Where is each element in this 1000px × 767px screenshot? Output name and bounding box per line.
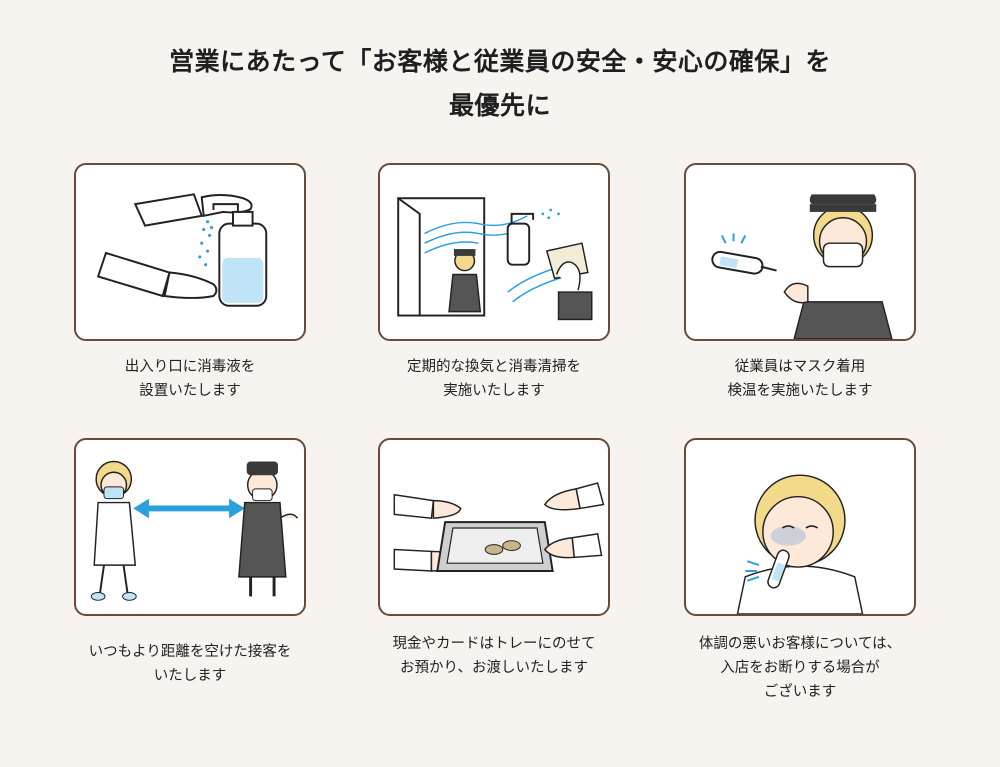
panel-sick-customer	[684, 438, 916, 616]
panel-social-distance	[74, 438, 306, 616]
caption-hand-sanitizer: 出入り口に消毒液を 設置いたします	[124, 359, 256, 399]
caption-social-distance: いつもより距離を空けた接客を いたします	[88, 644, 292, 684]
panel-hand-sanitizer	[74, 163, 306, 341]
page-title: 営業にあたって「お客様と従業員の安全・安心の確保」を 最優先に	[0, 40, 1000, 128]
title-line-2: 最優先に	[448, 91, 551, 120]
panel-ventilation	[378, 163, 610, 341]
caption-sick-customer: 体調の悪いお客様については、 入店をお断りする場合が ございます	[698, 636, 902, 700]
hand-sanitizer-icon	[96, 193, 268, 307]
cash-tray-icon	[393, 482, 605, 572]
ventilation-disinfection-icon	[397, 197, 593, 321]
caption-cash-tray: 現金やカードはトレーにのせて お預かり、お渡しいたします	[392, 636, 596, 676]
caption-mask-thermometer: 従業員はマスク着用 検温を実施いたします	[727, 359, 873, 399]
sick-customer-icon	[736, 474, 864, 614]
panel-cash-tray	[378, 438, 610, 616]
panel-mask-thermometer	[684, 163, 916, 341]
social-distance-icon	[90, 460, 299, 601]
mask-thermometer-icon	[711, 194, 893, 339]
caption-ventilation: 定期的な換気と消毒清掃を 実施いたします	[407, 359, 581, 399]
title-line-1: 営業にあたって「お客様と従業員の安全・安心の確保」を	[169, 47, 831, 76]
